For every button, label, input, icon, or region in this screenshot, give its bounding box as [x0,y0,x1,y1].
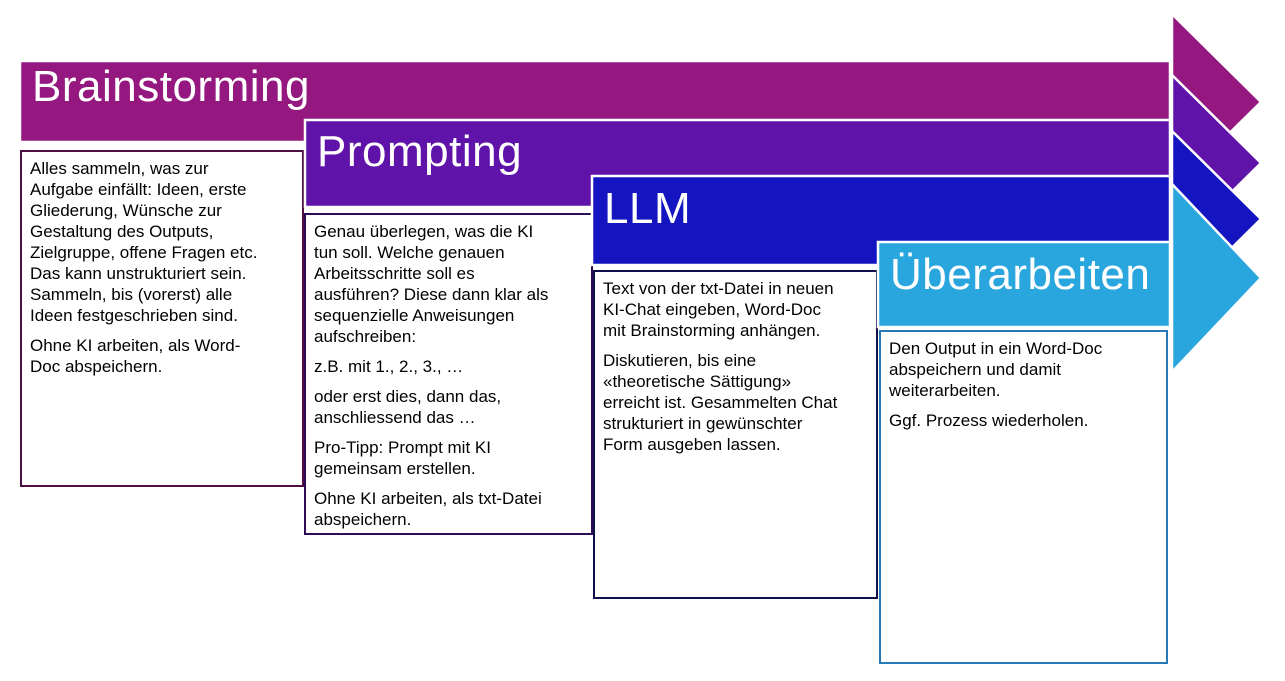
llm-arrowhead-icon [1170,128,1263,310]
llm-paragraph: Text von der txt-Datei in neuen KI-Chat … [603,279,834,340]
step-title-prompting: Prompting [317,127,523,176]
prompting-arrowhead-icon [1170,72,1263,254]
step-title-ueberarbeiten: Überarbeiten [890,250,1151,299]
ueberarbeiten-arrowhead-icon [1170,180,1263,376]
brainstorming-paragraph: Alles sammeln, was zur Aufgabe einfällt:… [30,159,258,325]
prompting-paragraph: Ohne KI arbeiten, als txt-Datei abspeich… [314,489,542,529]
prompting-note-box: Genau überlegen, was die KI tun soll. We… [304,213,593,535]
step-title-llm: LLM [604,184,692,233]
ueberarbeiten-paragraph: Ggf. Prozess wiederholen. [889,411,1089,430]
llm-note-box: Text von der txt-Datei in neuen KI-Chat … [593,270,878,599]
prompting-paragraph: Pro-Tipp: Prompt mit KI gemeinsam erstel… [314,438,491,478]
step-title-brainstorming: Brainstorming [32,62,310,111]
llm-paragraph: Diskutieren, bis eine «theoretische Sätt… [603,351,838,454]
ueberarbeiten-note-box: Den Output in ein Word-Doc abspeichern u… [879,330,1168,664]
prompting-paragraph: oder erst dies, dann das, anschliessend … [314,387,502,427]
brainstorming-paragraph: Ohne KI arbeiten, als Word- Doc abspeich… [30,336,241,376]
ueberarbeiten-paragraph: Den Output in ein Word-Doc abspeichern u… [889,339,1103,400]
prompting-paragraph: z.B. mit 1., 2., 3., … [314,357,464,376]
brainstorming-note-box: Alles sammeln, was zur Aufgabe einfällt:… [20,150,304,487]
brainstorming-arrowhead-icon [1170,11,1263,193]
prompting-paragraph: Genau überlegen, was die KI tun soll. We… [314,222,549,346]
